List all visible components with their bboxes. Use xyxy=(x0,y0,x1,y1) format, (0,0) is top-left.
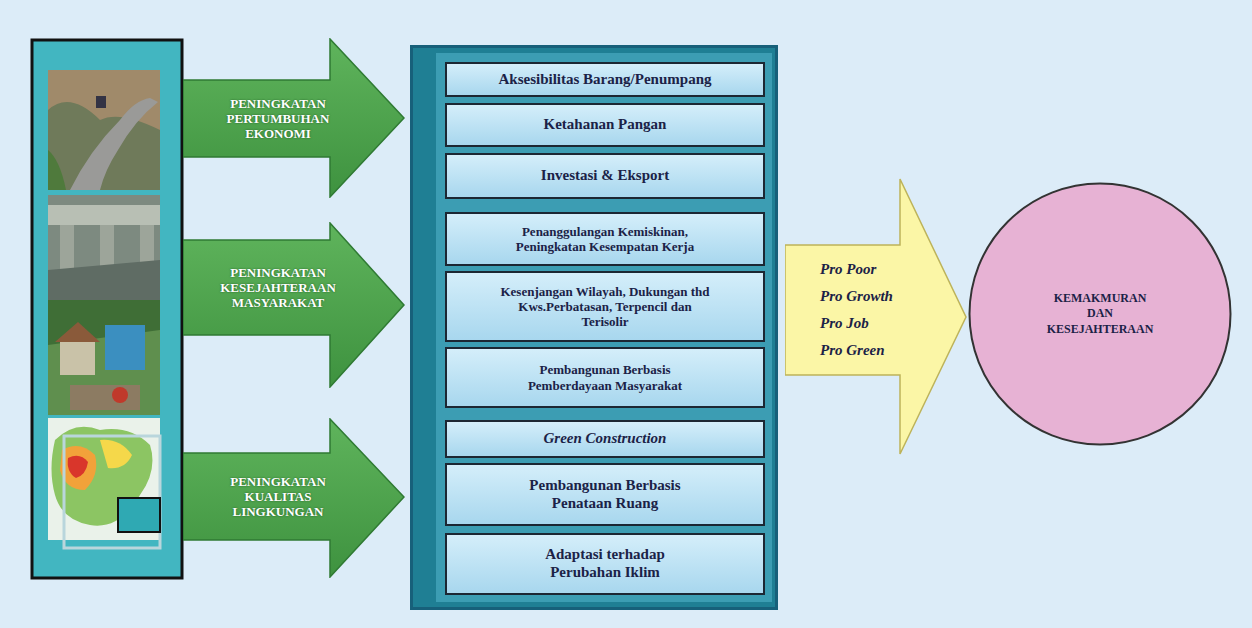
arrow-outline xyxy=(183,419,404,577)
box-label: Ketahanan Pangan xyxy=(465,116,745,134)
goal-label: KEMAKMURAN DAN KESEJAHTERAAN xyxy=(1044,291,1156,338)
growth-arrow: PENINGKATAN KESEJAHTERAAN MASYARAKAT xyxy=(183,222,405,388)
box-label: Pembangunan Berbasis Pemberdayaan Masyar… xyxy=(505,362,705,393)
program-box: Kesenjangan Wilayah, Dukungan thd Kws.Pe… xyxy=(445,271,765,342)
arrow-label: PENINGKATAN KESEJAHTERAAN MASYARAKAT xyxy=(213,265,343,311)
arrow-outline xyxy=(183,223,404,387)
arrow-outline xyxy=(183,39,404,197)
box-label: Investasi & Eksport xyxy=(465,167,745,185)
box-label: Aksesibilitas Barang/Penumpang xyxy=(455,71,755,89)
program-box: Green Construction xyxy=(445,420,765,458)
program-box: Penanggulangan Kemiskinan, Peningkatan K… xyxy=(445,212,765,266)
box-label: Penanggulangan Kemiskinan, Peningkatan K… xyxy=(490,224,720,255)
box-label: Kesenjangan Wilayah, Dukungan thd Kws.Pe… xyxy=(498,284,713,330)
arrow-outline xyxy=(785,179,966,454)
principle-label: Pro Green xyxy=(820,337,893,364)
program-box: Adaptasi terhadap Perubahan Iklim xyxy=(445,533,765,595)
box-label: Green Construction xyxy=(465,430,745,448)
growth-arrow: PENINGKATAN KUALITAS LINGKUNGAN xyxy=(183,418,405,578)
box-label: Pembangunan Berbasis Penataan Ruang xyxy=(505,477,705,512)
program-box: Pembangunan Berbasis Pemberdayaan Masyar… xyxy=(445,347,765,408)
arrow-label: PENINGKATAN PERTUMBUHAN EKONOMI xyxy=(213,96,343,142)
arrow-shape xyxy=(785,178,967,455)
principle-list: Pro PoorPro GrowthPro JobPro Green xyxy=(820,256,893,364)
goal-circle: KEMAKMURAN DAN KESEJAHTERAAN xyxy=(968,182,1232,446)
program-box: Ketahanan Pangan xyxy=(445,103,765,147)
box-label: Adaptasi terhadap Perubahan Iklim xyxy=(520,546,690,581)
program-box: Investasi & Eksport xyxy=(445,153,765,199)
program-box: Pembangunan Berbasis Penataan Ruang xyxy=(445,463,765,526)
growth-arrow: PENINGKATAN PERTUMBUHAN EKONOMI xyxy=(183,38,405,198)
principle-label: Pro Growth xyxy=(820,283,893,310)
principle-label: Pro Job xyxy=(820,310,893,337)
circle-outline xyxy=(970,184,1231,445)
principle-label: Pro Poor xyxy=(820,256,893,283)
principle-arrow: Pro PoorPro GrowthPro JobPro Green xyxy=(785,178,967,455)
arrow-label: PENINGKATAN KUALITAS LINGKUNGAN xyxy=(213,474,343,520)
program-box: Aksesibilitas Barang/Penumpang xyxy=(445,62,765,97)
